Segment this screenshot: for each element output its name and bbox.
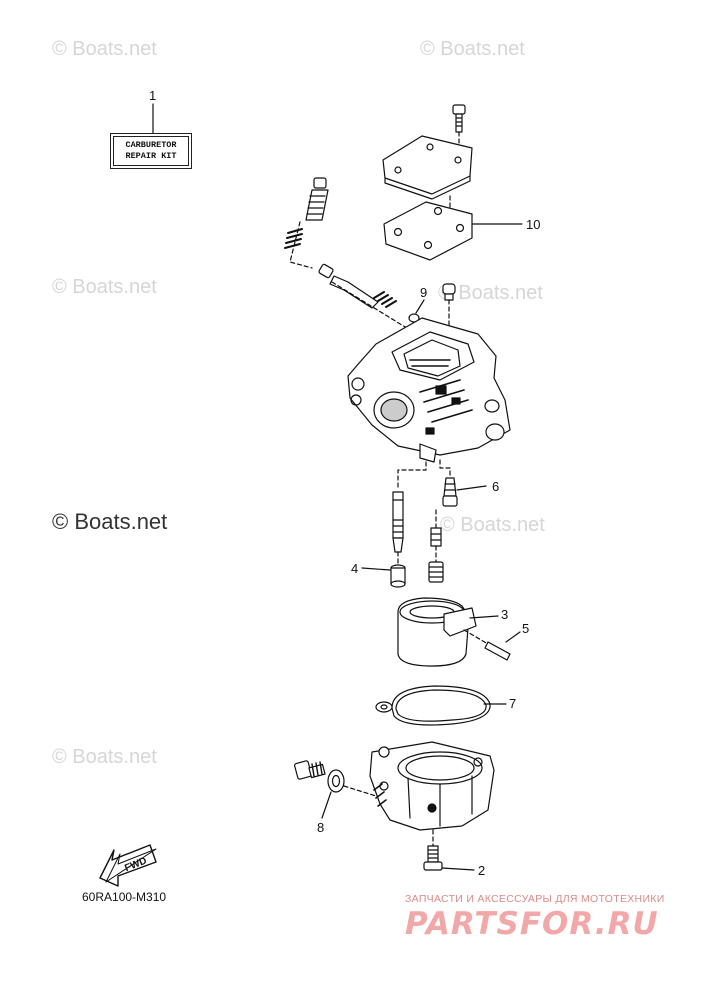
pilot-screw [305, 177, 329, 221]
callout-5: 5 [522, 621, 530, 636]
diagram-code: 60RA100-M310 [82, 890, 167, 904]
callout-1: 1 [149, 88, 157, 103]
leader-6 [456, 485, 487, 491]
carburetor-body [347, 317, 511, 463]
o-ring-4 [390, 564, 406, 588]
needle-valve-6 [442, 477, 458, 507]
float-chamber [369, 741, 495, 831]
callout-7: 7 [509, 696, 517, 711]
main-nozzle [392, 491, 404, 553]
callout-4: 4 [351, 561, 359, 576]
leader-5 [505, 631, 521, 643]
pin-axis [463, 629, 489, 645]
pilot-axis [289, 221, 313, 269]
idle-axis [331, 281, 411, 331]
idle-screw [318, 263, 397, 309]
top-cover-plate [382, 135, 473, 200]
leader-4 [361, 567, 391, 571]
main-jet-cap [442, 283, 456, 301]
watermark-lower-left: © Boats.net [52, 746, 157, 768]
watermark-mid-left: © Boats.net [52, 276, 157, 298]
cover-screw [452, 104, 466, 133]
watermark-top-left: © Boats.net [52, 38, 157, 60]
leader-9 [415, 299, 425, 314]
fwd-arrow-icon [99, 844, 157, 887]
pilot-spring [284, 228, 303, 249]
callout-8: 8 [317, 820, 325, 835]
watermark-center-right: © Boats.net [440, 514, 545, 536]
jet-axis-left [397, 461, 427, 491]
shop-logo: PARTSFOR.RU [405, 906, 659, 942]
gasket-10 [383, 201, 473, 261]
callout-6: 6 [492, 479, 500, 494]
leader-3 [469, 615, 499, 619]
callout-10: 10 [526, 217, 541, 232]
jet-axis-right [439, 459, 451, 479]
pilot-jet [430, 527, 442, 547]
watermark-dark: © Boats.net [52, 509, 168, 534]
drain-axis [343, 785, 377, 797]
kit-label-line2: REPAIR KIT [125, 151, 177, 161]
kit-label-line1: CARBURETOR [125, 140, 177, 150]
chamber-screw-2 [423, 845, 443, 871]
main-jet [428, 561, 444, 583]
drain-screw [294, 760, 326, 780]
callout-9: 9 [420, 285, 428, 300]
float-pin-5 [484, 641, 511, 661]
watermark-top-center: © Boats.net [420, 38, 525, 60]
leader-8 [321, 791, 332, 819]
washer-8 [327, 769, 345, 793]
shop-tagline: ЗАПЧАСТИ И АКСЕССУАРЫ ДЛЯ МОТОТЕХНИКИ [405, 893, 665, 905]
callout-2: 2 [478, 863, 486, 878]
callout-3: 3 [501, 607, 509, 622]
repair-kit-label: CARBURETOR REPAIR KIT [110, 133, 192, 169]
float-3 [397, 597, 477, 667]
watermark-mid-right: © Boats.net [438, 282, 543, 304]
gasket-7 [375, 685, 491, 726]
leader-2 [441, 867, 475, 871]
